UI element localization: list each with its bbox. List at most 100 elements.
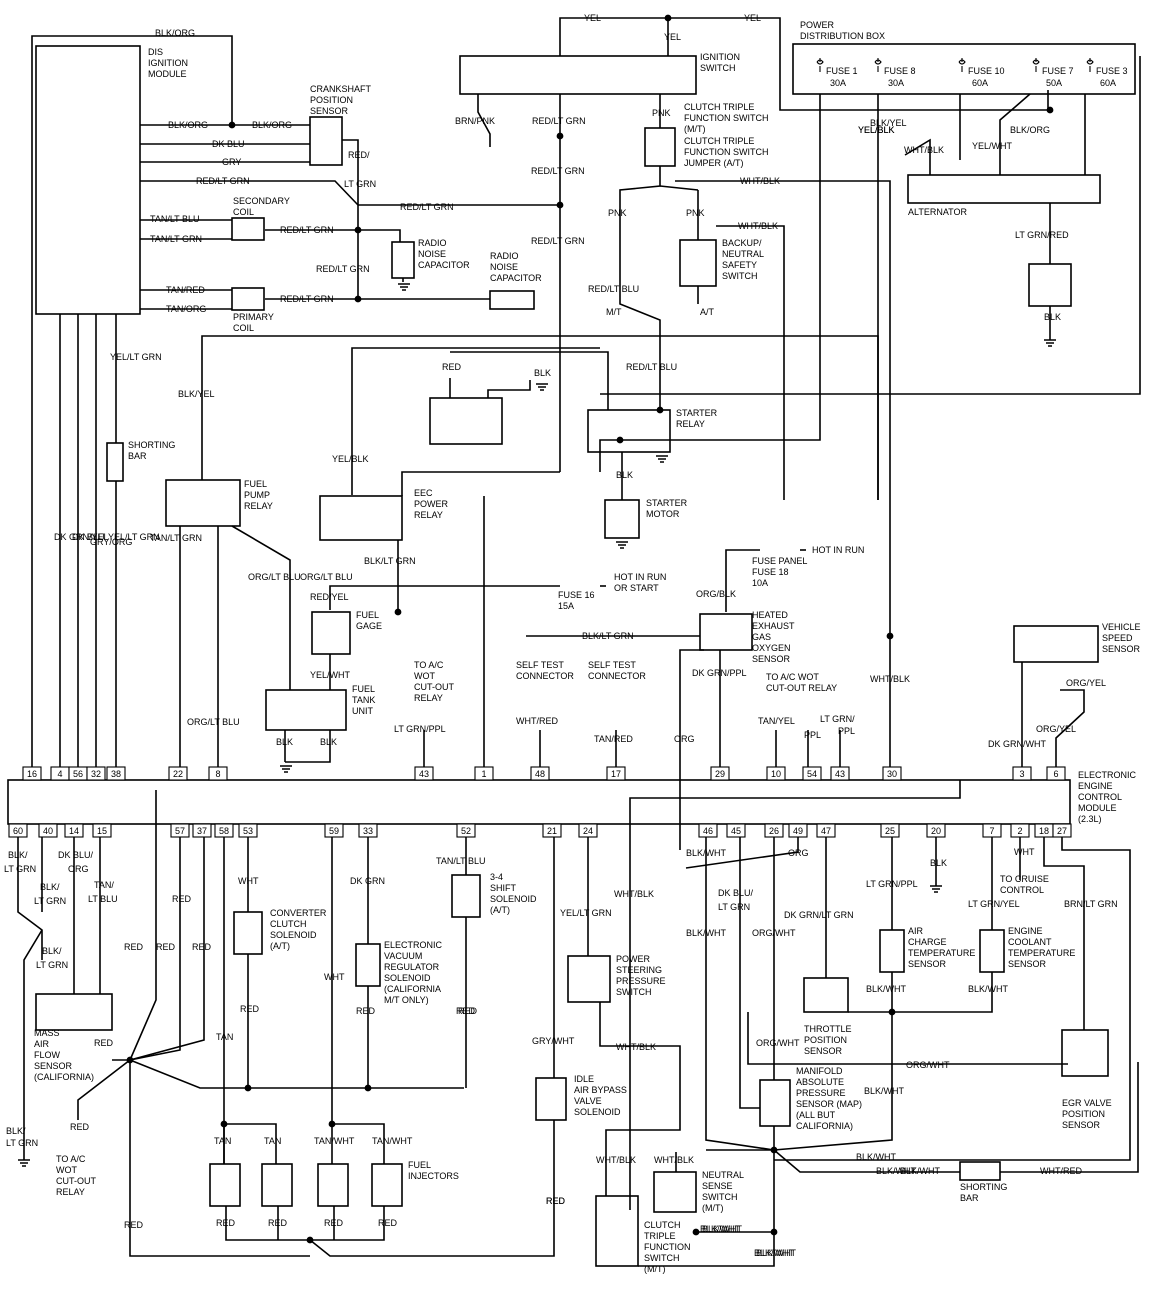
- pin-box: [698, 823, 718, 838]
- junction-dot: [354, 295, 362, 303]
- wire-label: RED/LT GRN: [531, 166, 585, 176]
- pin-number: 24: [583, 826, 593, 836]
- pin-number: 49: [793, 826, 803, 836]
- pin-box: [764, 823, 784, 838]
- pin-box: [710, 766, 730, 781]
- pin-number: 26: [769, 826, 779, 836]
- wire-label: RED: [124, 1220, 144, 1230]
- wire-label: LT GRN: [34, 896, 66, 906]
- wire-label: BLK/WHT: [700, 1224, 741, 1234]
- clutch-triple-jumper-label: JUMPER (A/T): [684, 158, 744, 168]
- secondary-coil-label: COIL: [233, 207, 254, 217]
- wire-label: WHT/BLK: [740, 176, 780, 186]
- tps-label: POSITION: [804, 1035, 847, 1045]
- wire-label: TAN: [214, 1136, 231, 1146]
- fuse-rating: 30A: [830, 78, 846, 88]
- wire-label: ORG/LT BLU: [248, 572, 301, 582]
- labels: DISIGNITIONMODULECRANKSHAFTPOSITIONSENSO…: [4, 13, 1141, 1274]
- egr-box: [1061, 1029, 1109, 1077]
- egr-label: EGR VALVE: [1062, 1098, 1112, 1108]
- wire-label: BLK: [930, 858, 947, 868]
- junction-dot: [664, 14, 672, 22]
- fuel-tank-label: FUEL: [352, 684, 375, 694]
- junction-dot: [220, 1120, 228, 1128]
- eec-relay-label: EEC: [414, 488, 433, 498]
- wire-label: TAN/RED: [594, 734, 633, 744]
- pin-box: [86, 766, 106, 781]
- pin-number: 47: [821, 826, 831, 836]
- dis-module-label: MODULE: [148, 69, 187, 79]
- maf-label: (CALIFORNIA): [34, 1072, 94, 1082]
- wire-label: BLK/: [8, 850, 28, 860]
- wire-label: ORG/YEL: [1036, 724, 1076, 734]
- pin-box: [766, 766, 786, 781]
- wire-label: PNK: [652, 108, 671, 118]
- evr-label: M/T ONLY): [384, 995, 429, 1005]
- wire-label: YEL/BLK: [858, 125, 895, 135]
- wire-label: BRN/PNK: [455, 116, 495, 126]
- wire-label: RED: [378, 1218, 398, 1228]
- radio-cap1-label: RADIO: [418, 238, 447, 248]
- vss-label: SENSOR: [1102, 644, 1141, 654]
- eec-relay-label: RELAY: [414, 510, 443, 520]
- junction-dot: [656, 406, 664, 414]
- wire-label: RED/LT GRN: [196, 176, 250, 186]
- shift-solenoid-label: SHIFT: [490, 883, 517, 893]
- wire-label: YEL: [584, 13, 601, 23]
- fuel-pump-relay-label: RELAY: [244, 501, 273, 511]
- iac-label: SOLENOID: [574, 1107, 621, 1117]
- wire-label: RED: [156, 942, 176, 952]
- wire-label: BLK/: [40, 882, 60, 892]
- neutral-switch-label: NEUTRAL: [702, 1170, 744, 1180]
- vss-label: VEHICLE: [1102, 622, 1141, 632]
- pin-number: 57: [175, 826, 185, 836]
- to-ac-wot2-label: RELAY: [56, 1187, 85, 1197]
- fuel-injectors-label: FUEL: [408, 1160, 431, 1170]
- wire-label: YEL/BLK: [858, 125, 895, 135]
- wire-label: RED/LT GRN: [280, 294, 334, 304]
- crank-sensor-label: POSITION: [310, 95, 353, 105]
- primary-coil-label: PRIMARY: [233, 312, 274, 322]
- starter-motor-label: STARTER: [646, 498, 688, 508]
- evr-label: ELECTRONIC: [384, 940, 443, 950]
- fuel-pump-relay-label: FUEL: [244, 479, 267, 489]
- pin-box: [788, 823, 808, 838]
- to-ac-wot-label: CUT-OUT: [414, 682, 454, 692]
- pin-box: [606, 766, 626, 781]
- wire-label: TAN/LT BLU: [436, 856, 486, 866]
- iac-label: IDLE: [574, 1074, 594, 1084]
- ignition-switch-label: SWITCH: [700, 63, 736, 73]
- fuse-name: FUSE 10: [968, 66, 1005, 76]
- pin-box: [542, 823, 562, 838]
- primary-coil-label: COIL: [233, 323, 254, 333]
- ect-label: TEMPERATURE: [1008, 948, 1075, 958]
- wire-label: LT GRN/PPL: [866, 879, 918, 889]
- fuse-rating: 60A: [1100, 78, 1116, 88]
- wire-label: RED: [94, 1038, 114, 1048]
- clutch-triple-switch-mt-label: (M/T): [684, 124, 706, 134]
- wire-label: BLK/WHT: [856, 1152, 897, 1162]
- pin-number: 38: [111, 769, 121, 779]
- wire-label: PNK: [608, 208, 627, 218]
- starter-relay-box: [587, 409, 671, 453]
- pin-number: 7: [989, 826, 994, 836]
- junction-dot: [886, 632, 894, 640]
- pin-box: [474, 766, 494, 781]
- pin-number: 59: [329, 826, 339, 836]
- battery-box: [429, 397, 503, 445]
- backup-switch-label: SAFETY: [722, 260, 757, 270]
- to-ac-wot-label: WOT: [414, 671, 435, 681]
- wire-label: RED: [458, 1006, 478, 1016]
- wire-label: DK BLU: [212, 139, 245, 149]
- fuse-symbol: [958, 58, 966, 72]
- ect-label: COOLANT: [1008, 937, 1052, 947]
- wire-label: RED: [172, 894, 192, 904]
- pin-number: 1: [481, 769, 486, 779]
- pin-number: 52: [461, 826, 471, 836]
- converter-clutch-label: CLUTCH: [270, 919, 307, 929]
- mt-label: M/T: [606, 307, 622, 317]
- wire-label: GRY/WHT: [532, 1036, 575, 1046]
- maf-label: SENSOR: [34, 1061, 73, 1071]
- vss-label: SPEED: [1102, 633, 1133, 643]
